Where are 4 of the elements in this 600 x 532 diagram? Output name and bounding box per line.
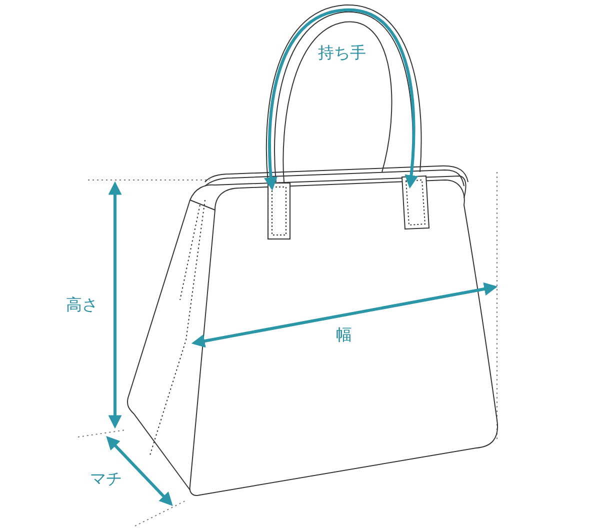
dimension-label: 高さ xyxy=(66,296,98,314)
dimension-label: マチ xyxy=(90,470,122,488)
dimension-label: 幅 xyxy=(336,326,352,344)
dimension-label: 持ち手 xyxy=(318,44,366,62)
